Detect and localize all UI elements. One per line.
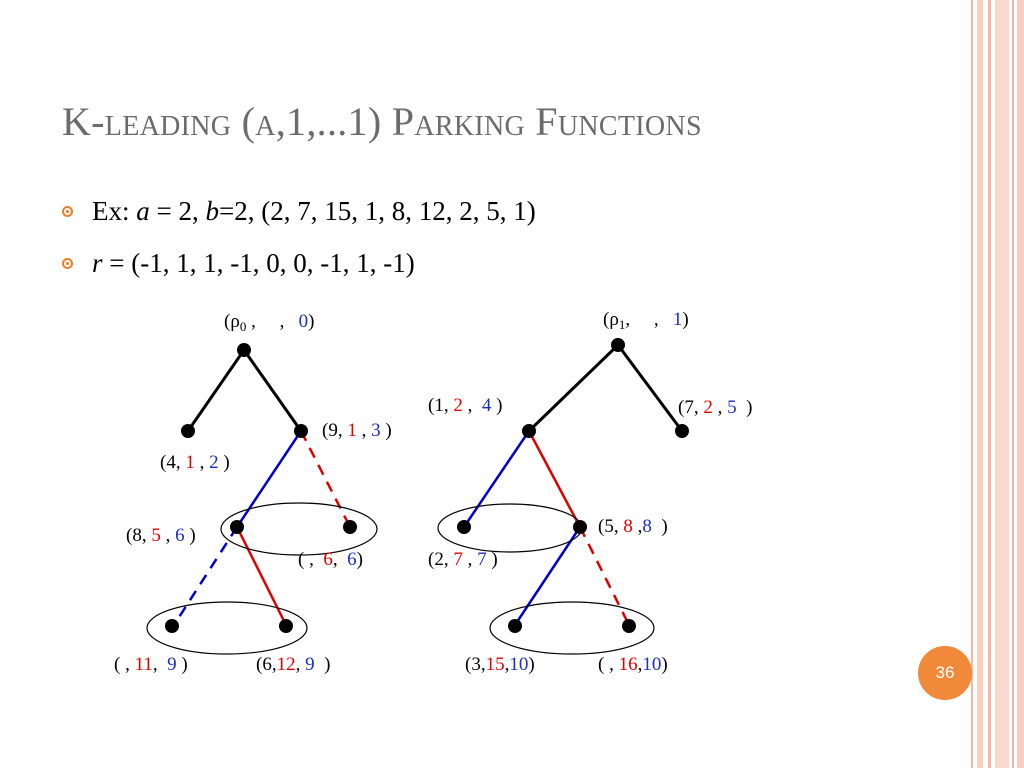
tree-node xyxy=(522,424,536,438)
bullet-text: = 2, xyxy=(149,196,206,226)
node-label: (8, 5 , 6 ) xyxy=(126,525,196,546)
node-label: (3,15,10) xyxy=(465,654,535,675)
tree-node xyxy=(508,619,522,633)
tree-node xyxy=(611,338,625,352)
bullet-example: Ex: a = 2, b=2, (2, 7, 15, 1, 8, 12, 2, … xyxy=(62,185,536,237)
tree-node xyxy=(343,520,357,534)
tree-node xyxy=(457,520,471,534)
tree-edge-red-dashed xyxy=(299,430,352,528)
tree-edge xyxy=(616,344,684,432)
bullet-var-r: r xyxy=(92,248,103,278)
bullet-r-vector: r = (-1, 1, 1, -1, 0, 0, -1, 1, -1) xyxy=(62,237,536,289)
tree-edge xyxy=(527,343,620,433)
tree-node xyxy=(237,343,251,357)
tree-node xyxy=(675,424,689,438)
bullet-text: =2, (2, 7, 15, 1, 8, 12, 2, 5, 1) xyxy=(218,196,536,226)
tree-node xyxy=(279,619,293,633)
node-label: (6,12, 9 ) xyxy=(256,654,330,675)
root-label-left: (ρ0 , , 0) xyxy=(224,311,314,334)
tree-node xyxy=(230,520,244,534)
root-label-right: (ρ1, , 1) xyxy=(603,309,689,332)
page-number-badge: 36 xyxy=(918,646,972,700)
node-label: (9, 1 , 3 ) xyxy=(322,420,392,441)
node-label: (5, 8 ,8 ) xyxy=(598,516,668,537)
tree-edge-red xyxy=(235,526,288,626)
node-label: ( , 16,10) xyxy=(598,654,668,675)
bullet-text: Ex: xyxy=(92,196,137,226)
node-label: ( , 11, 9 ) xyxy=(114,654,188,675)
tree-edge xyxy=(186,349,246,432)
tree-node xyxy=(181,424,195,438)
tree-node xyxy=(165,619,179,633)
node-label: (2, 7 , 7 ) xyxy=(428,549,498,570)
tree-edge-blue xyxy=(462,430,531,528)
tree-edge-blue xyxy=(235,430,303,528)
bullet-var-a: a xyxy=(136,196,150,226)
slide-title: K-leading (a,1,...1) Parking Functions xyxy=(62,99,702,144)
sibling-group-ellipse xyxy=(146,601,308,655)
tree-node xyxy=(622,619,636,633)
tree-node xyxy=(294,424,308,438)
bullet-var-b: b xyxy=(205,196,219,226)
bullet-list: Ex: a = 2, b=2, (2, 7, 15, 1, 8, 12, 2, … xyxy=(62,185,536,289)
sibling-group-ellipse xyxy=(220,502,378,556)
bullet-marker-icon xyxy=(62,206,73,217)
node-label: (7, 2 , 5 ) xyxy=(678,397,752,418)
node-label: (4, 1 , 2 ) xyxy=(160,452,230,473)
tree-edge-red-dashed xyxy=(578,526,631,626)
bullet-text: = (-1, 1, 1, -1, 0, 0, -1, 1, -1) xyxy=(102,248,415,278)
node-label: ( , 6, 6) xyxy=(298,549,363,570)
tree-edge-red xyxy=(527,430,582,528)
tree-edge-blue-dashed xyxy=(172,526,239,626)
tree-edge xyxy=(242,349,303,432)
tree-edge-blue xyxy=(513,526,582,626)
decorative-side-stripes xyxy=(964,0,1024,768)
tree-node xyxy=(573,520,587,534)
sibling-group-ellipse xyxy=(489,601,655,655)
node-label: (1, 2 , 4 ) xyxy=(428,395,502,416)
bullet-marker-icon xyxy=(62,258,73,269)
